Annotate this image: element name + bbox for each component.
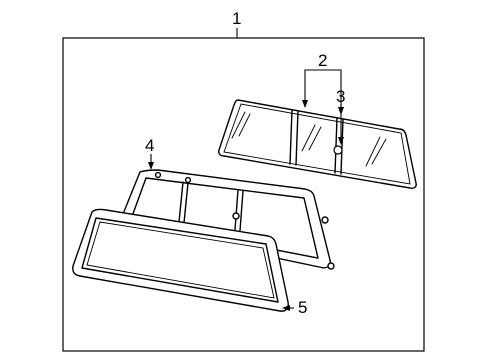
callout-1: 1 — [232, 9, 241, 28]
callout-2-leader — [304, 69, 323, 107]
latch — [333, 145, 343, 155]
callout-5: 5 — [298, 298, 307, 317]
callout-3: 3 — [336, 87, 345, 106]
assembly-frame — [62, 37, 425, 352]
weatherstrip-seal — [72, 208, 289, 312]
rear-window-glass — [218, 99, 417, 189]
callout-2: 2 — [318, 51, 327, 70]
callout-4: 4 — [145, 136, 154, 155]
